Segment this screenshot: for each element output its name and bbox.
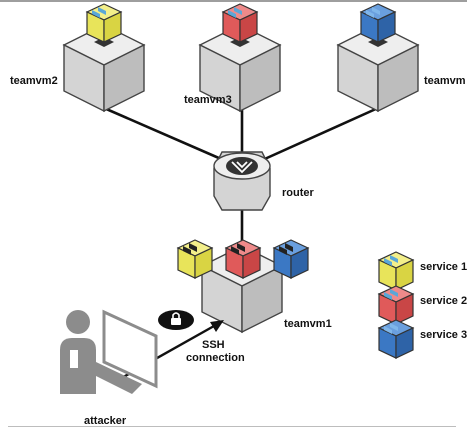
laptop-icon: [88, 309, 158, 394]
service-3-legend-cube: [378, 319, 414, 359]
top-border: [0, 0, 467, 2]
teamvm-right-label: teamvm: [424, 75, 466, 87]
service-2-legend-cube: [378, 285, 414, 325]
lock-icon: [171, 312, 181, 325]
teamvm2-label: teamvm2: [10, 75, 58, 87]
router-icon: [226, 157, 258, 175]
legend-label-service-1: service 1: [420, 261, 467, 273]
attacker-icon: [60, 310, 96, 394]
teamvm3-label: teamvm3: [184, 94, 232, 106]
service-2-cube: [222, 3, 258, 43]
legend-label-service-3: service 3: [420, 329, 467, 341]
router-label: router: [282, 187, 315, 199]
router-node[interactable]: [213, 151, 271, 211]
service-2-cube: [225, 239, 261, 279]
service-1-cube: [86, 3, 122, 43]
teamvm-right-server[interactable]: [337, 3, 419, 112]
network-links: [103, 106, 379, 242]
legend-label-service-2: service 2: [420, 295, 467, 307]
legend-item-service-3: service 3: [378, 319, 467, 359]
teamvm1-label: teamvm1: [284, 318, 332, 330]
service-1-legend-cube: [378, 251, 414, 291]
legend-item-service-1: service 1: [378, 251, 467, 291]
teamvm2-server[interactable]: [63, 3, 145, 112]
link-teamvm-right-router: [257, 106, 379, 164]
attacker-label: attacker: [84, 415, 127, 427]
legend: service 1 service 2 service 3: [378, 251, 467, 359]
link-teamvm2-router: [103, 106, 229, 164]
service-3-cube: [273, 239, 309, 279]
service-1-cube: [177, 239, 213, 279]
ssh-label-line1: SSH: [202, 339, 225, 351]
bottom-border: [8, 426, 456, 427]
service-3-cube: [360, 3, 396, 43]
ssh-label-line2: connection: [186, 352, 245, 364]
legend-item-service-2: service 2: [378, 285, 467, 325]
